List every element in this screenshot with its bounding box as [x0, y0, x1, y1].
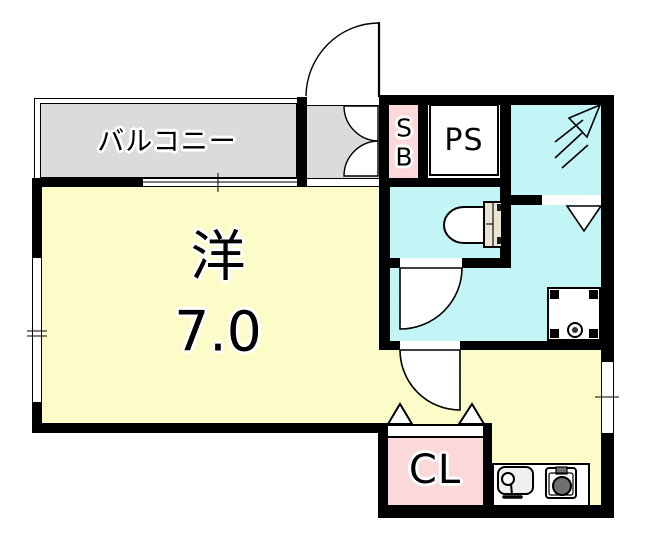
wall: [379, 178, 511, 187]
wall: [378, 423, 388, 515]
main-room-type-label: 洋: [190, 224, 246, 289]
entry-direction-arrow-icon: [554, 103, 602, 169]
wall: [32, 423, 388, 433]
shoe-box-letter-b: B: [395, 142, 413, 171]
pipe-space-label: PS: [444, 123, 484, 158]
shoe-cabinet-double-door-icon: [343, 105, 379, 177]
toilet-icon: [443, 201, 503, 248]
wall: [32, 178, 42, 258]
closet-bifold-door-icon: [386, 402, 486, 425]
wall: [483, 423, 492, 505]
wall: [378, 505, 614, 518]
closet-region: [388, 438, 483, 505]
entrance-door-swing-icon: [305, 22, 381, 97]
wall: [418, 105, 428, 185]
toilet-door-opening: [400, 258, 462, 268]
wall: [32, 178, 143, 187]
balcony-region: [40, 103, 297, 178]
wall: [379, 95, 614, 105]
balcony-label: バルコニー: [97, 126, 237, 158]
shoe-box-label: S B: [395, 113, 413, 172]
shoe-box-letter-s: S: [396, 113, 412, 143]
kitchen-door-swing-icon: [399, 349, 461, 411]
wall: [500, 187, 511, 268]
main-room-size-label: 7.0: [174, 299, 262, 364]
wall: [500, 195, 542, 205]
wall: [601, 433, 614, 513]
shoe-box-region: [389, 105, 418, 178]
stove-icon: [545, 466, 577, 499]
pipe-space-region: [429, 104, 499, 176]
left-window: [32, 258, 42, 402]
toilet-door-swing-icon: [399, 267, 463, 330]
wall: [500, 97, 511, 205]
corner-room-region: [511, 105, 601, 195]
wall: [297, 97, 307, 187]
wall: [32, 402, 42, 433]
washing-machine-pan-icon: [547, 287, 601, 341]
closet-label: CL: [408, 447, 462, 493]
wall: [601, 95, 614, 362]
wall: [379, 341, 614, 350]
main-room-region: [42, 187, 378, 423]
window-marks: [27, 173, 619, 398]
wall: [379, 187, 390, 350]
kitchen-door-opening: [400, 341, 460, 350]
wall: [379, 105, 389, 187]
corner-room-door-triangle-icon: [565, 205, 603, 233]
closet-door-track: [388, 424, 483, 438]
entry-step: [307, 178, 379, 187]
sink-icon: [497, 466, 534, 499]
